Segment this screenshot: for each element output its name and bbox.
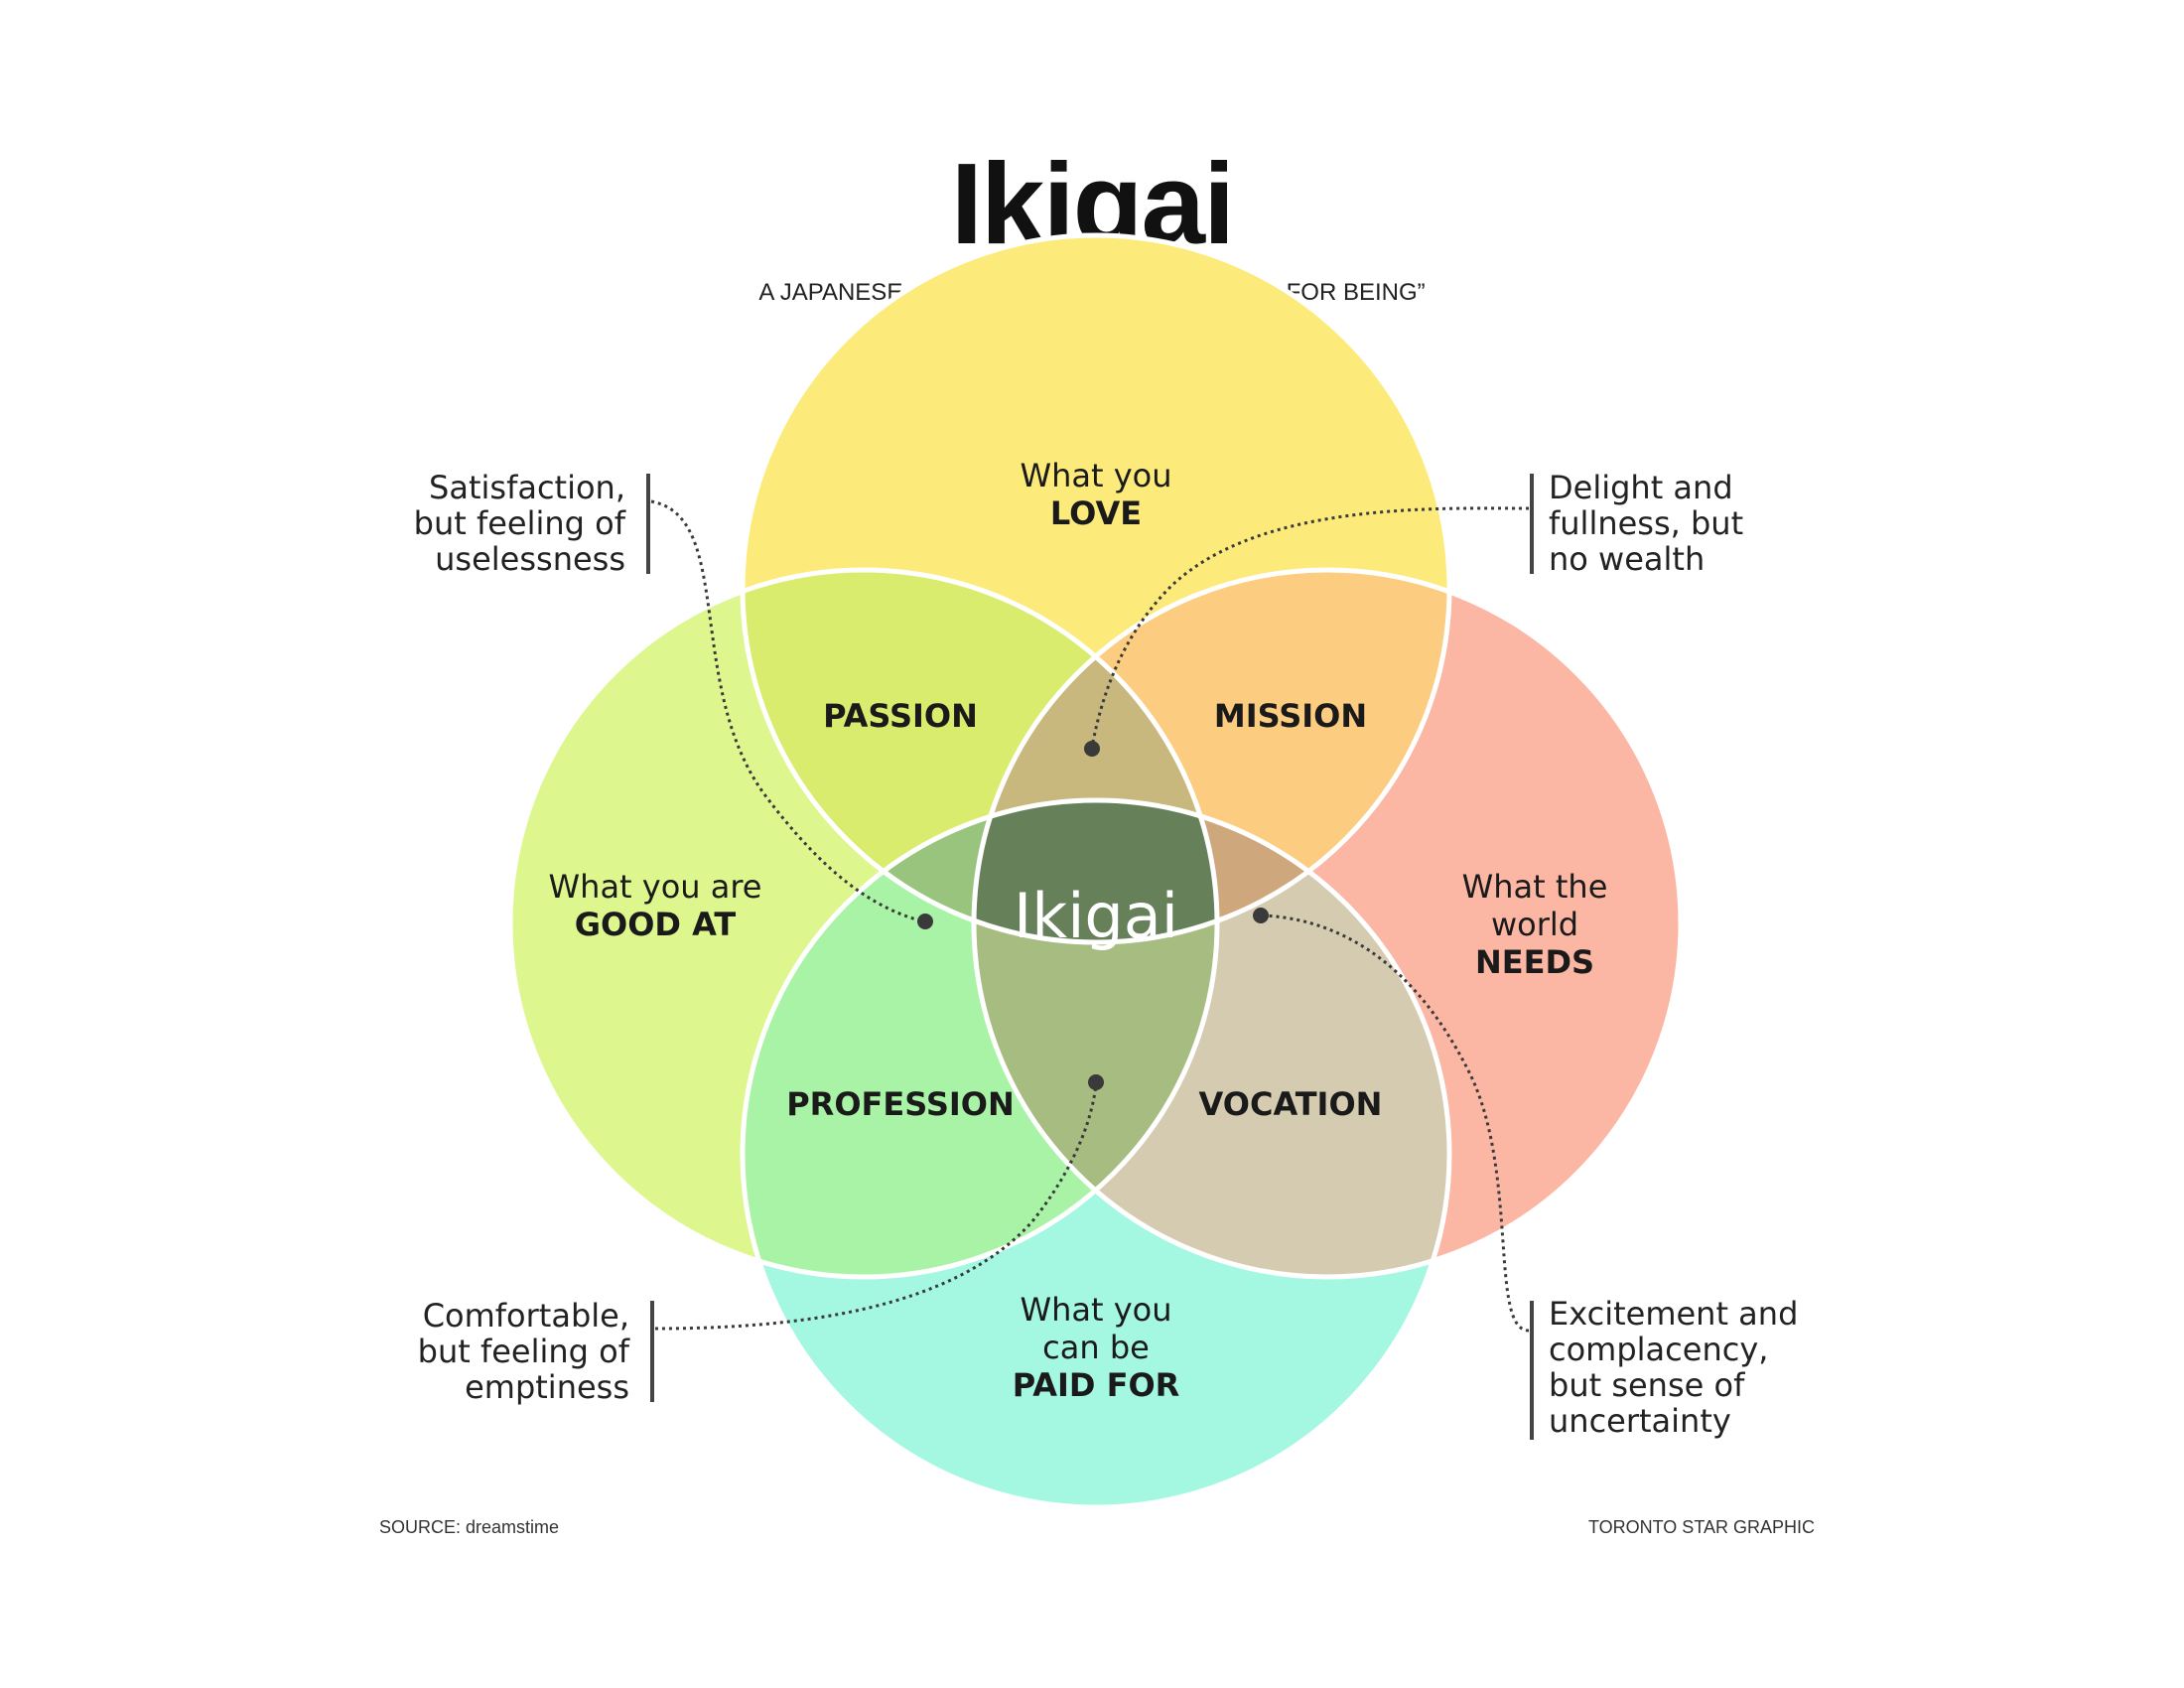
overlap-regions <box>743 570 1449 1277</box>
paid-label-line1: What you <box>1020 1291 1171 1329</box>
profession-label: PROFESSION <box>786 1085 1015 1123</box>
passion-label: PASSION <box>823 697 978 735</box>
annotation-top-left-line2: but feeling of <box>414 504 626 542</box>
outline-good <box>507 567 1220 1280</box>
connector-bottom-right <box>1262 914 1530 1333</box>
love-label-line1: What you <box>1020 457 1171 494</box>
annotation-top-right: Delight and fullness, but no wealth <box>1084 469 1743 757</box>
connector-top-left <box>650 499 924 923</box>
outline-paid <box>740 797 1452 1510</box>
outline-needs <box>971 567 1684 1280</box>
annotation-bottom-right-line1: Excitement and <box>1549 1295 1798 1333</box>
needs-label-line1: What the <box>1462 868 1608 906</box>
annotation-bottom-left-line3: emptiness <box>465 1368 629 1406</box>
dot-top-right <box>1084 741 1100 757</box>
connector-bottom-left <box>654 1083 1098 1331</box>
annotation-bottom-left: Comfortable, but feeling of emptiness <box>418 1074 1104 1406</box>
dot-bottom-right <box>1253 908 1269 923</box>
center-ikigai-label: Ikigai <box>1014 880 1178 952</box>
footer-source: SOURCE: dreamstime <box>379 1517 559 1537</box>
good-label-line2: GOOD AT <box>575 906 737 943</box>
footer-credit: TORONTO STAR GRAPHIC <box>1588 1517 1815 1537</box>
annotation-bottom-left-line1: Comfortable, <box>423 1297 629 1335</box>
circle-outlines <box>507 232 1684 1510</box>
dot-bottom-left <box>1088 1074 1104 1090</box>
annotation-top-left-line1: Satisfaction, <box>429 469 625 506</box>
paid-label-line3: PAID FOR <box>1013 1366 1180 1404</box>
overlap-good-needs-paid <box>974 800 1217 1277</box>
paid-label-line2: can be <box>1042 1329 1150 1366</box>
annotation-top-right-line2: fullness, but <box>1549 504 1743 542</box>
annotation-top-left-line3: uselessness <box>435 540 625 578</box>
vocation-label: VOCATION <box>1199 1085 1383 1123</box>
needs-label-line2: world <box>1491 906 1578 943</box>
annotation-bottom-left-line2: but feeling of <box>418 1333 630 1370</box>
mission-label: MISSION <box>1214 697 1367 735</box>
love-label-line2: LOVE <box>1050 494 1142 532</box>
annotation-top-right-line1: Delight and <box>1549 469 1733 506</box>
annotation-bottom-right-line4: uncertainty <box>1549 1402 1731 1440</box>
overlap-love-good-needs <box>974 570 1217 942</box>
needs-label-line3: NEEDS <box>1475 943 1594 981</box>
good-label-line1: What you are <box>549 868 762 906</box>
annotation-top-left: Satisfaction, but feeling of uselessness <box>414 469 933 929</box>
annotation-bottom-right: Excitement and complacency, but sense of… <box>1253 908 1798 1440</box>
annotation-bottom-right-line2: complacency, <box>1549 1331 1768 1368</box>
annotation-bottom-right-line3: but sense of <box>1549 1366 1745 1404</box>
annotation-top-right-line3: no wealth <box>1549 540 1705 578</box>
dot-top-left <box>917 914 933 929</box>
